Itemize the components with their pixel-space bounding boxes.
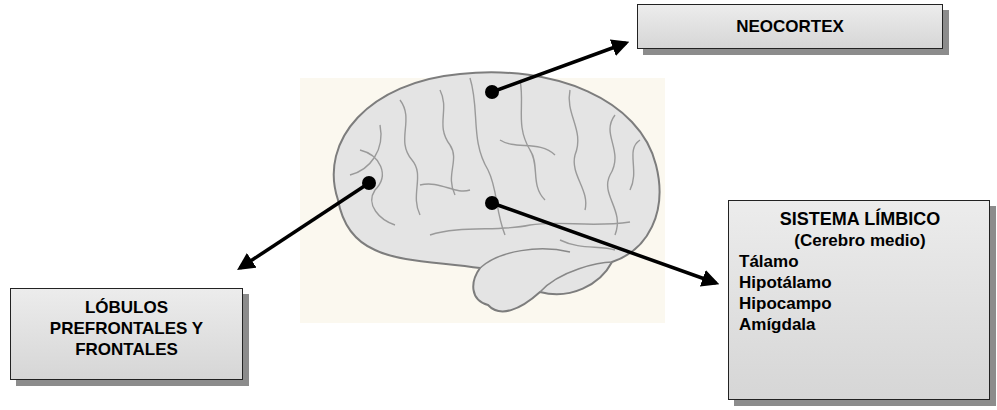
leader-arrows xyxy=(240,43,716,283)
pointer-dots xyxy=(362,85,499,210)
box-heading: LÓBULOS PREFRONTALES Y FRONTALES xyxy=(21,297,232,360)
box-line: Hipotálamo xyxy=(739,272,981,293)
leader-arrow xyxy=(492,43,626,92)
box-heading: SISTEMA LÍMBICO xyxy=(739,209,981,230)
pointer-dot xyxy=(362,176,376,190)
box-line: Amígdala xyxy=(739,314,981,335)
box-line: Hipocampo xyxy=(739,293,981,314)
leader-arrow xyxy=(492,203,716,283)
box-heading: NEOCORTEX xyxy=(646,16,934,37)
label-box: NEOCORTEX xyxy=(637,4,943,49)
label-box: LÓBULOS PREFRONTALES Y FRONTALES xyxy=(10,288,243,380)
leader-arrow xyxy=(240,183,369,268)
box-line: Tálamo xyxy=(739,251,981,272)
pointer-dot xyxy=(485,196,499,210)
brain-drawing xyxy=(334,72,660,311)
pointer-dot xyxy=(485,85,499,99)
list-box: SISTEMA LÍMBICO(Cerebro medio)TálamoHipo… xyxy=(728,200,990,400)
box-line: (Cerebro medio) xyxy=(739,230,981,251)
